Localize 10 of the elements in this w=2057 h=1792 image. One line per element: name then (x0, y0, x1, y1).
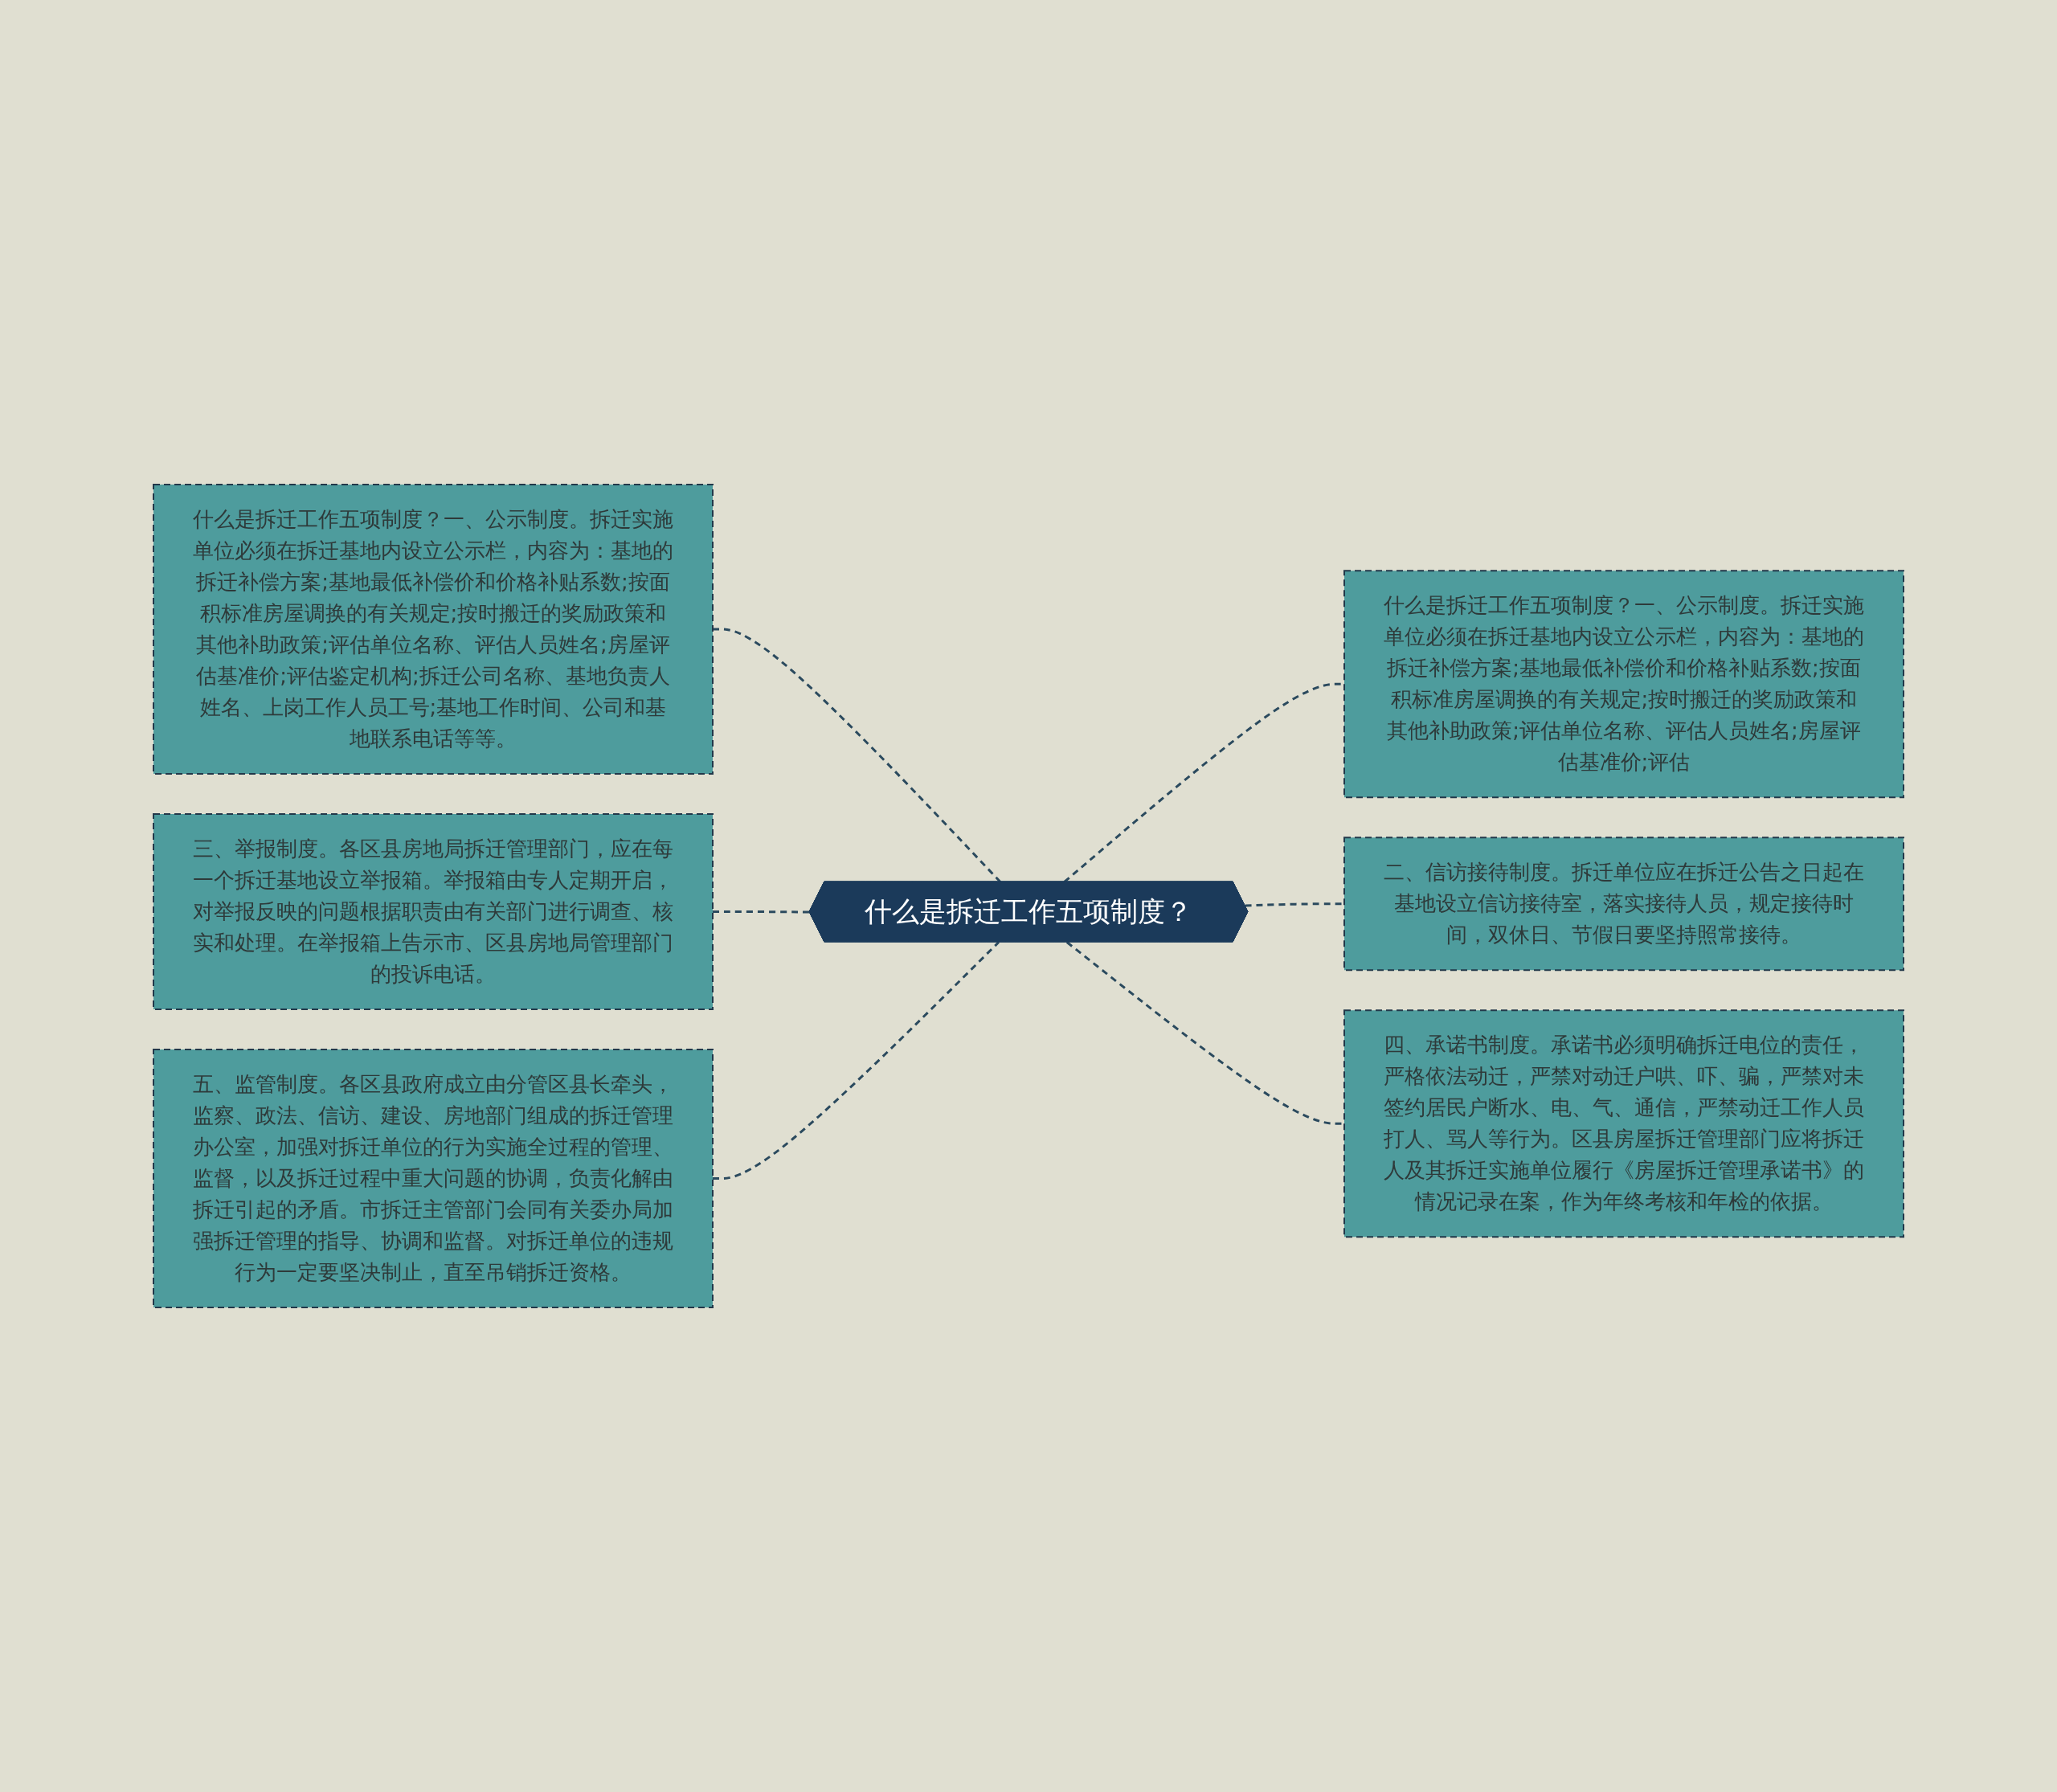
node-box: 四、承诺书制度。承诺书必须明确拆迁电位的责任，严格依法动迁，严禁对动迁户哄、吓、骗，严禁对未签约居民户断水、电、气、通信，严禁动迁工作人员打人、骂人等行为。区县房屋拆迁管理部门应将拆迁人及其拆迁实施单位履行《房屋拆迁管理承诺书》的情况记录在案，作为年终考核和年检的依据。 (1343, 1009, 1904, 1238)
connector (713, 910, 810, 914)
node-box: 二、信访接待制度。拆迁单位应在拆迁公告之日起在基地设立信访接待室，落实接待人员，规定接待时间，双休日、节假日要坚持照常接待。 (1343, 837, 1904, 972)
connector (1245, 902, 1344, 907)
node-box: 三、举报制度。各区县房地局拆迁管理部门，应在每一个拆迁基地设立举报箱。举报箱由专人定期开启，对举报反映的问题根据职责由有关部门进行调查、核实和处理。在举报箱上告示市、区县房地局管理部门的投诉电话。 (153, 813, 714, 1010)
node-box: 五、监管制度。各区县政府成立由分管区县长牵头，监察、政法、信访、建设、房地部门组成的拆迁管理办公室，加强对拆迁单位的行为实施全过程的管理、监督，以及拆迁过程中重大问题的协调，负责化解由拆迁引起的矛盾。市拆迁主管部门会同有关委办局加强拆迁管理的指导、协调和监督。对拆迁单位的违规行为一定要坚决制止，直至吊销拆迁资格。 (153, 1049, 714, 1308)
connector (713, 628, 1002, 883)
node-box: 什么是拆迁工作五项制度？一、公示制度。拆迁实施单位必须在拆迁基地内设立公示栏，内容为：基地的拆迁补偿方案;基地最低补偿价和价格补贴系数;按面积标准房屋调换的有关规定;按时搬迁的奖励政策和其他补助政策;评估单位名称、评估人员姓名;房屋评估基准价;评估 (1343, 570, 1904, 799)
node-box: 什么是拆迁工作五项制度？一、公示制度。拆迁实施单位必须在拆迁基地内设立公示栏，内容为：基地的拆迁补偿方案;基地最低补偿价和价格补贴系数;按面积标准房屋调换的有关规定;按时搬迁的奖励政策和其他补助政策;评估单位名称、评估人员姓名;房屋评估基准价;评估鉴定机构;拆迁公司名称、基地负责人姓名、上岗工作人员工号;基地工作时间、公司和基地联系电话等等。 (153, 484, 714, 775)
connector (713, 941, 1000, 1180)
